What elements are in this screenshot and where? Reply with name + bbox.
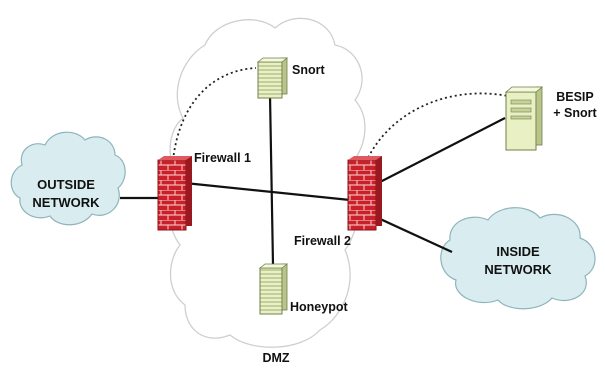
link-fw2-inside <box>377 217 453 253</box>
honeypot-server: Honeypot <box>258 263 348 315</box>
dmz-label: DMZ <box>262 351 289 365</box>
outside-network-cloud: OUTSIDE NETWORK <box>10 131 126 226</box>
server-tower-icon <box>504 86 544 151</box>
besip-label-line2: + Snort <box>553 106 597 120</box>
inside-network-label-line2: NETWORK <box>484 262 552 277</box>
cloud-icon <box>10 131 126 226</box>
firewall-2-label: Firewall 2 <box>294 234 351 248</box>
firewall-1-label: Firewall 1 <box>194 151 251 165</box>
connections <box>120 94 506 266</box>
monitor-links <box>172 67 509 163</box>
server-tower-icon <box>258 263 289 315</box>
link-snort-honeypot <box>268 94 275 266</box>
outside-network-label-line2: NETWORK <box>32 195 100 210</box>
link-fw2-besip <box>377 117 506 184</box>
brick-wall-icon <box>157 156 192 231</box>
inside-network-label-line1: INSIDE <box>496 244 540 259</box>
server-tower-icon <box>256 57 289 99</box>
snort-server: Snort <box>256 57 325 99</box>
brick-wall-icon <box>347 156 382 231</box>
inside-network-cloud: INSIDE NETWORK <box>440 207 596 310</box>
honeypot-label: Honeypot <box>290 300 348 314</box>
firewall-2: Firewall 2 <box>294 156 382 248</box>
outside-network-label-line1: OUTSIDE <box>37 177 95 192</box>
monitor-link-fw1-snort <box>172 67 257 161</box>
firewall-1: Firewall 1 <box>157 151 251 231</box>
snort-label: Snort <box>292 63 325 77</box>
cloud-icon <box>440 207 596 310</box>
link-fw1-fw2 <box>184 181 351 202</box>
besip-server: BESIP + Snort <box>504 86 598 151</box>
monitor-link-fw2-besip <box>365 92 509 163</box>
besip-label-line1: BESIP <box>556 90 594 104</box>
